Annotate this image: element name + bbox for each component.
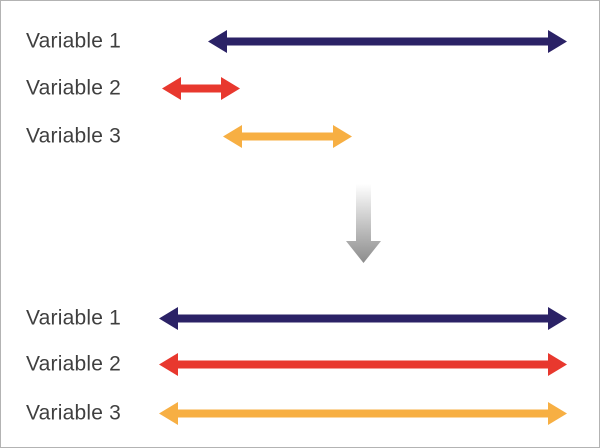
bottom-row-1-label: Variable 1 xyxy=(26,306,122,330)
downward-gradient-arrow-icon xyxy=(345,184,381,263)
top-row-1-label: Variable 1 xyxy=(26,29,122,53)
top-row-1-arrow xyxy=(208,29,567,53)
bottom-row-1-arrow xyxy=(159,306,567,330)
top-row-2-label: Variable 2 xyxy=(26,76,122,100)
top-row-2-arrow xyxy=(162,76,240,100)
bottom-row-3-label: Variable 3 xyxy=(26,401,122,425)
bottom-row-2-label: Variable 2 xyxy=(26,352,122,376)
top-row-3-arrow xyxy=(223,124,352,148)
top-row-3-label: Variable 3 xyxy=(26,124,122,148)
bottom-row-2-arrow xyxy=(159,352,567,376)
bottom-row-3-arrow xyxy=(159,401,567,425)
